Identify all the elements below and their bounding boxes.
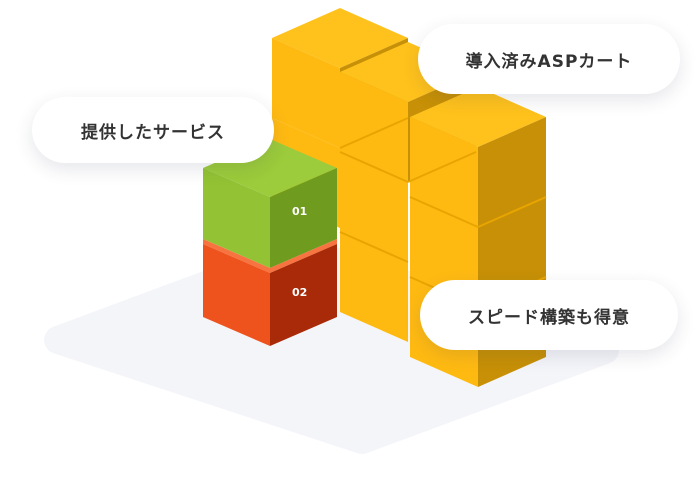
label-provided-services-text: 提供したサービス [81, 122, 225, 143]
label-installed-asp-cart-text: 導入済みASPカート [465, 51, 633, 72]
red-cube-02: 02 [203, 239, 337, 346]
label-speedy-build-text: スピード構築も得意 [468, 307, 630, 328]
yellow-cube-front-top [410, 87, 546, 227]
yellow-cube-front-2 [410, 197, 546, 307]
green-cube-number: 01 [292, 205, 307, 218]
red-cube-number: 02 [292, 286, 307, 299]
yellow-cube-middle-3 [340, 232, 408, 342]
label-provided-services: 提供したサービス [32, 97, 274, 163]
label-speedy-build: スピード構築も得意 [420, 280, 678, 350]
yellow-cube-middle-2 [340, 152, 408, 262]
label-installed-asp-cart: 導入済みASPカート [418, 24, 680, 94]
